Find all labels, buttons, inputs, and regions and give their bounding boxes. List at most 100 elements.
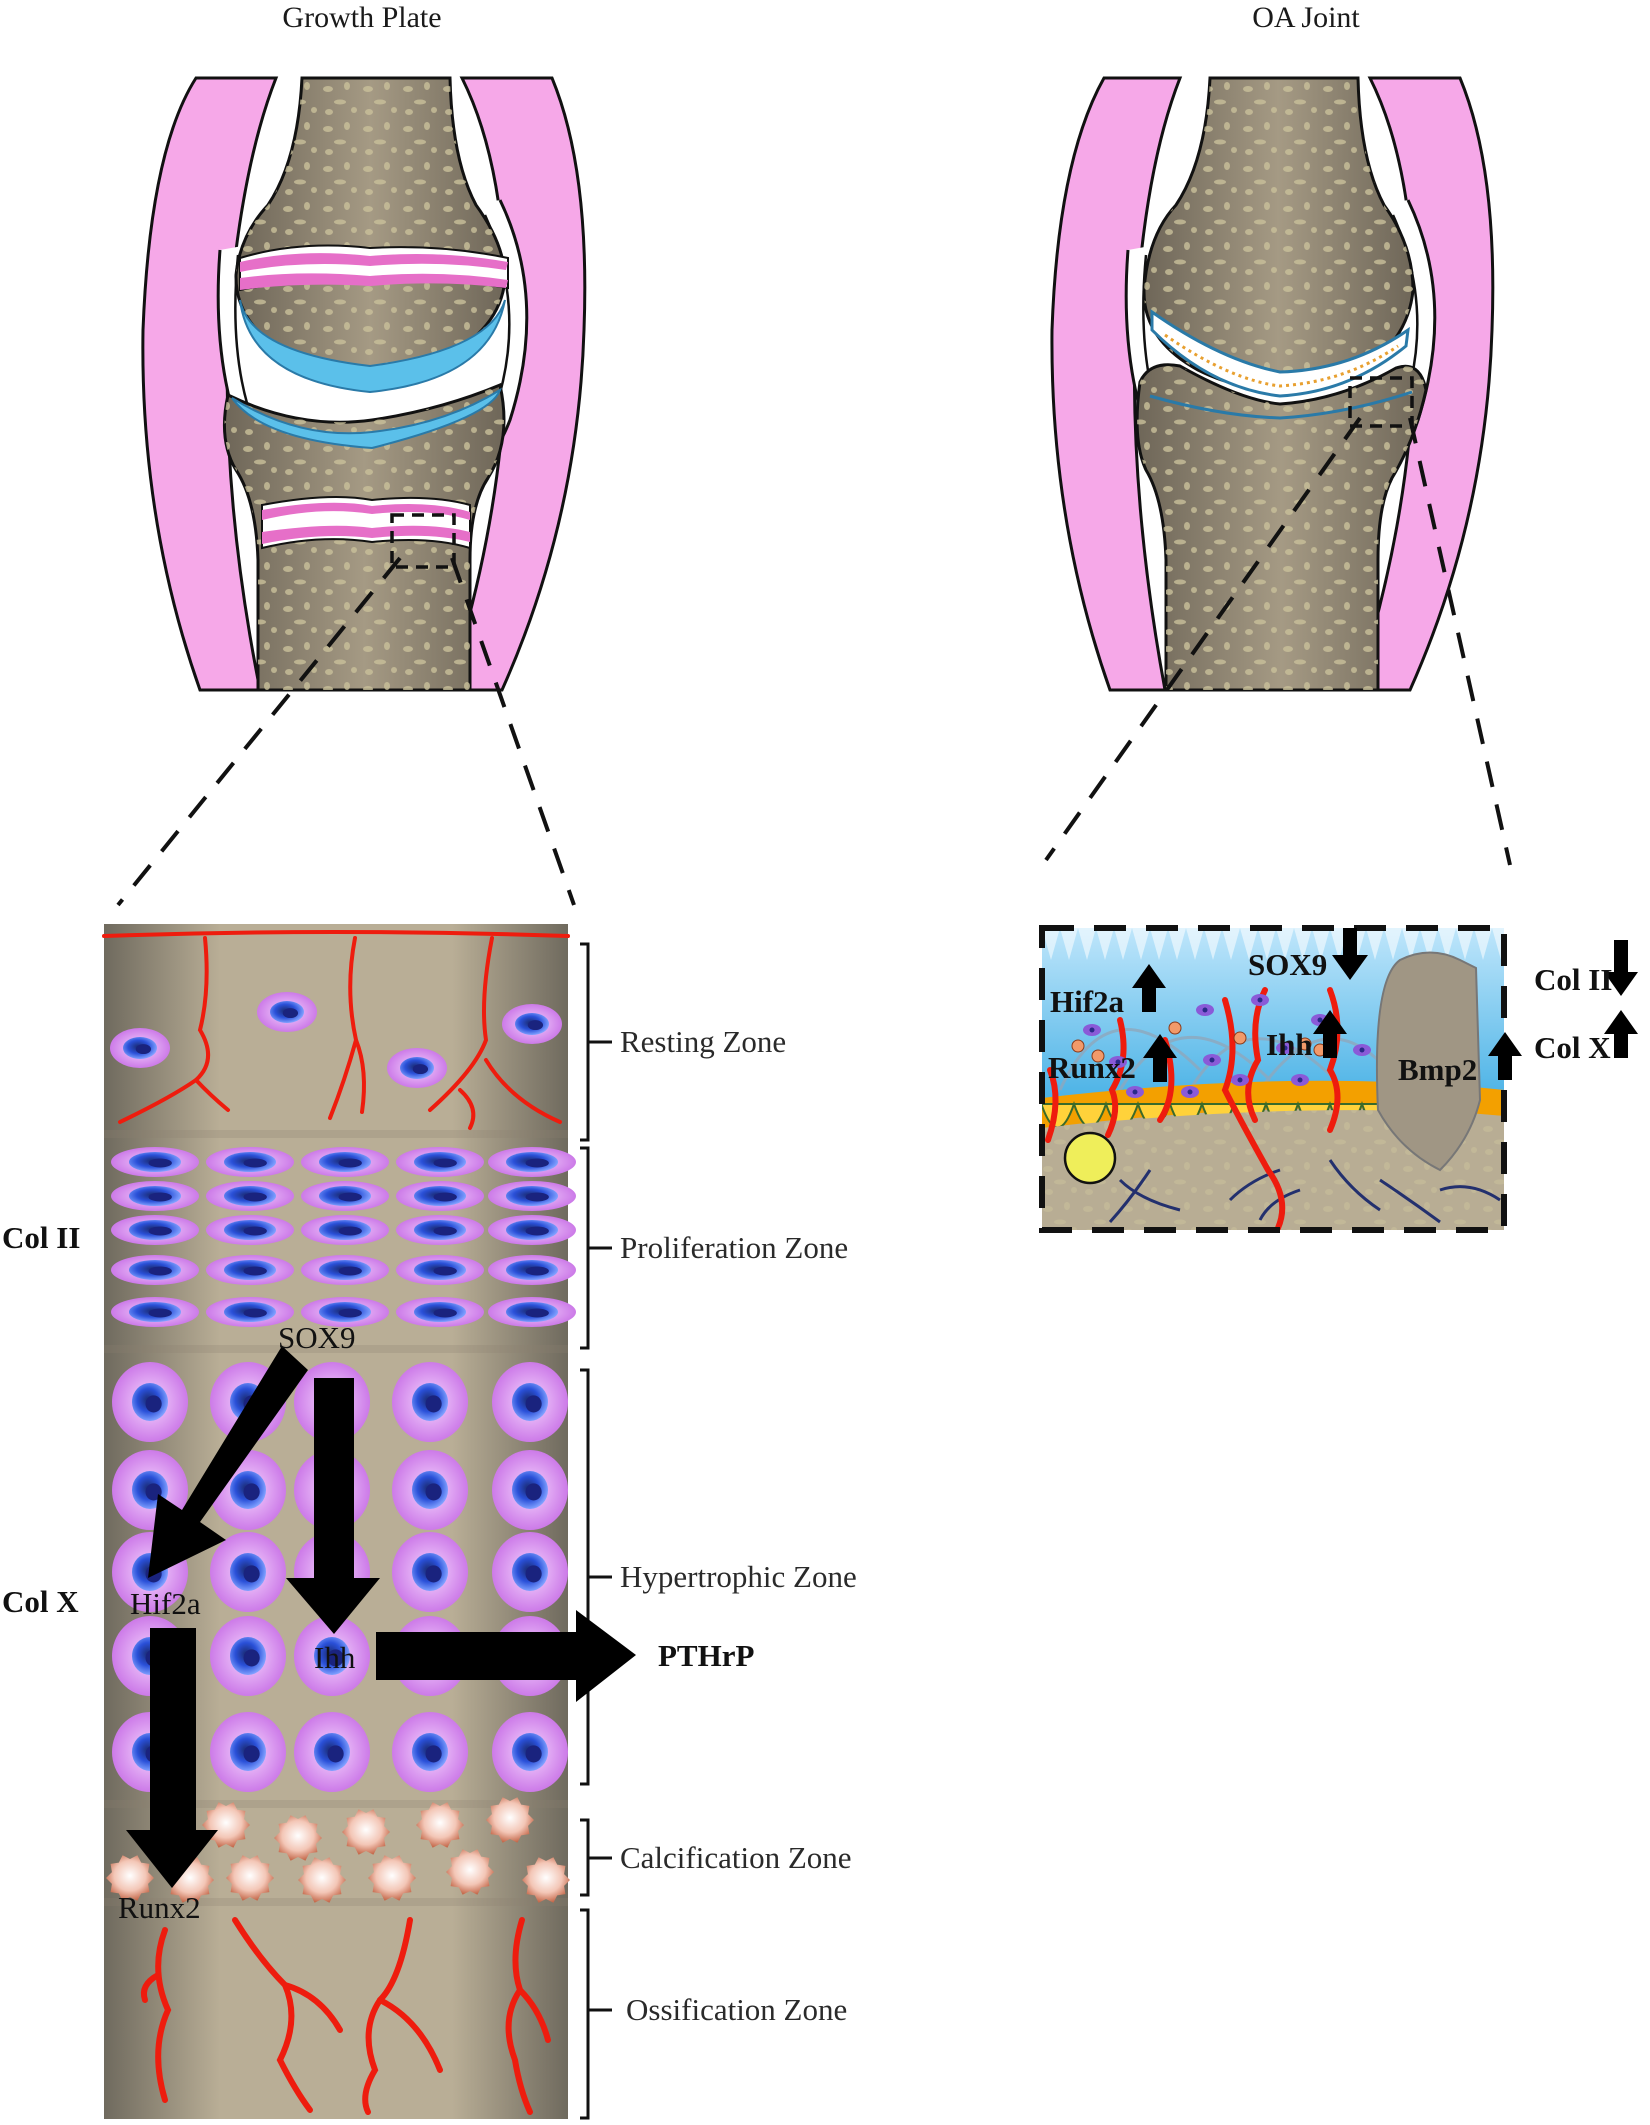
hypertrophic-cell [210,1712,286,1792]
oa-arrows [1132,928,1638,1082]
oa-chondrocyte [1353,1044,1371,1056]
proliferation-cell [396,1255,484,1285]
zoom-line-right-a [1044,416,1362,862]
hypertrophic-cell [492,1712,568,1792]
oa-joint-title: OA Joint [1252,1,1360,34]
calcification-cell [106,1855,154,1901]
resting-zone-label: Resting Zone [620,1024,786,1059]
oa-chondrocyte [1181,1086,1199,1098]
hypertrophic-cell [392,1362,468,1442]
calcification-zone-label: Calcification Zone [620,1840,852,1875]
calcification-cell [446,1849,494,1895]
hypertrophic-cell [210,1616,286,1696]
oa-chondrocyte [1203,1054,1221,1066]
hypertrophic-cell [392,1450,468,1530]
col2-label: Col II [2,1220,80,1255]
resting-cell [110,1028,170,1068]
calcification-cell [298,1857,346,1903]
runx2-label: Runx2 [118,1890,201,1925]
calcification-zone-cells [106,1797,570,1903]
zone-brackets [580,942,612,2120]
calcification-cell [368,1855,416,1901]
oa-runx2-label: Runx2 [1048,1050,1136,1085]
zoom-line-left-a [116,556,402,907]
resting-zone-cells [110,992,562,1088]
arrow-sox9-down [1332,928,1368,980]
arrow-hif2a-up [1132,964,1166,1012]
proliferation-cell [396,1181,484,1211]
resting-cell [387,1048,447,1088]
colx-label: Col X [2,1584,79,1619]
oa-sox9-label: SOX9 [1248,947,1327,982]
calcification-cell [486,1797,534,1843]
proliferation-cell [396,1147,484,1177]
resting-cell [257,992,317,1032]
resting-zone-vessels [102,930,570,1130]
oa-chondrocyte [1276,1042,1294,1054]
signaling-arrows [126,1346,636,1888]
hypertrophic-cell [492,1362,568,1442]
oa-chondrocyte [1109,1056,1127,1068]
oa-chondrocyte [1291,1074,1309,1086]
oa-chondrocyte [1083,1024,1101,1036]
arrow-col2-down [1604,940,1638,996]
oa-hif2a-label: Hif2a [1050,984,1125,1019]
hypertrophic-cell [392,1532,468,1612]
calcification-cell [202,1802,250,1848]
zoom-line-right-b [1408,417,1512,866]
proliferation-cell [111,1181,199,1211]
ihh-label: Ihh [314,1640,356,1675]
growth-plate-joint [141,76,587,692]
proliferation-cell [488,1297,576,1327]
proliferation-cell [488,1255,576,1285]
proliferation-zone-cells [111,1147,576,1327]
arrow-runx2-up [1143,1034,1177,1082]
proliferation-zone-label: Proliferation Zone [620,1230,848,1265]
arrow-sox9-to-hif2a [148,1346,308,1578]
hypertrophic-zone-label: Hypertrophic Zone [620,1559,857,1594]
zoom-line-left-b [450,557,576,906]
oa-ihh-label: Ihh [1266,1027,1313,1062]
ossification-zone-label: Ossification Zone [626,1992,847,2027]
proliferation-cell [396,1215,484,1245]
oa-colx-label: Col X [1534,1030,1611,1065]
proliferation-cell [488,1181,576,1211]
arrow-ihh-to-pthrp [376,1610,636,1702]
hypertrophic-cell [294,1616,370,1696]
calcification-cell [416,1802,464,1848]
arrow-ihh-up [1313,1010,1347,1058]
arrow-bmp2-up [1488,1032,1522,1080]
hypertrophic-cell [392,1712,468,1792]
hypertrophic-cell [112,1362,188,1442]
calcification-cell [274,1815,322,1861]
oa-zoom-panel [1039,925,1507,1233]
oa-joint [1050,76,1495,692]
proliferation-cell [206,1255,294,1285]
oa-chondrocyte [1196,1004,1214,1016]
oa-chondrocyte [1126,1086,1144,1098]
proliferation-cell [206,1215,294,1245]
oa-chondrocyte [1251,994,1269,1006]
proliferation-cell [301,1255,389,1285]
proliferation-cell [488,1147,576,1177]
hif2a-label: Hif2a [130,1586,201,1621]
proliferation-cell [206,1147,294,1177]
calcification-cell [522,1857,570,1903]
calcification-cell [342,1809,390,1855]
hypertrophic-cell [492,1450,568,1530]
proliferation-cell [206,1297,294,1327]
pthrp-label: PTHrP [658,1638,754,1673]
proliferation-cell [206,1181,294,1211]
proliferation-cell [396,1297,484,1327]
proliferation-cell [111,1147,199,1177]
calcification-cell [226,1855,274,1901]
hypertrophic-cell [210,1532,286,1612]
proliferation-cell [111,1215,199,1245]
ossification-zone-vessels [140,1917,551,2115]
arrow-colx-up [1604,1010,1638,1058]
arrow-sox9-to-ihh [286,1378,380,1634]
proliferation-cell [301,1181,389,1211]
oa-bmp2-label: Bmp2 [1398,1052,1477,1087]
proliferation-cell [301,1297,389,1327]
